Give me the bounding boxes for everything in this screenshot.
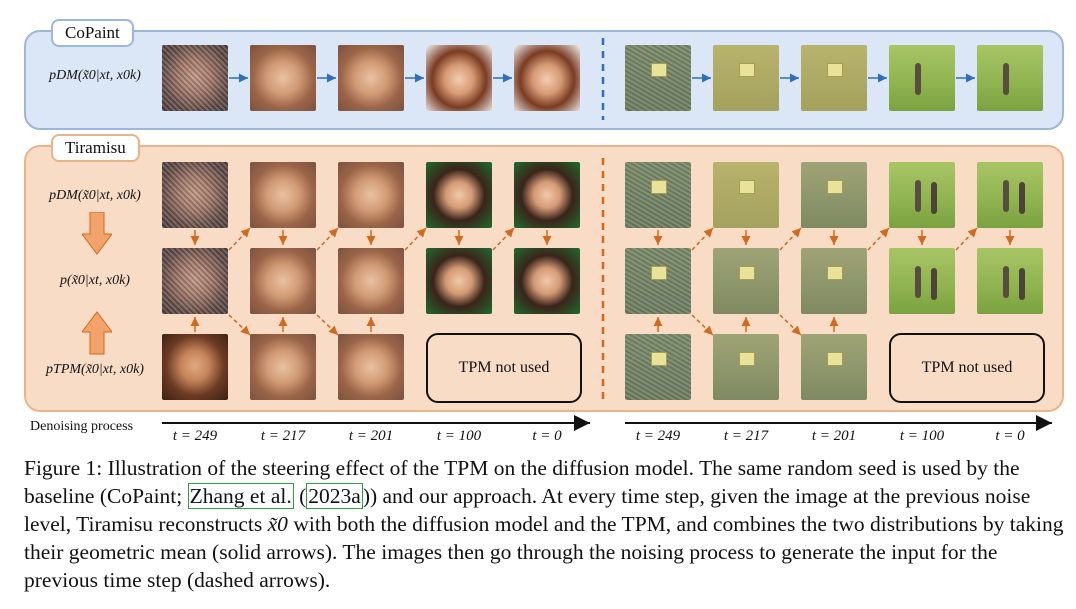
t-label-left-2: t = 201 [348,428,394,444]
tiramisu-tpm-face-t217 [250,334,316,400]
tiramisu-mix-scene-t0 [977,248,1043,314]
copaint-face-t249 [162,45,228,111]
tiramisu-mix-scene-t201 [801,248,867,314]
copaint-face-t100 [426,45,492,111]
tiramisu-tpm-face-t249 [162,334,228,400]
caption-part-2: )) and our approach. At every time step,… [24,484,1031,536]
tiramisu-mix-scene-t249 [625,248,691,314]
tiramisu-dm-scene-t249 [625,162,691,228]
copaint-face-t201 [338,45,404,111]
t-label-left-3: t = 100 [436,428,482,444]
figure-caption: Figure 1: Illustration of the steering e… [24,454,1064,594]
copaint-scene-t249 [625,45,691,111]
copaint-tag: CoPaint [51,19,134,47]
solid-orange-arrows [190,230,1015,332]
t-label-right-2: t = 201 [811,428,857,444]
t-label-left-0: t = 249 [172,428,218,444]
down-arrow-icon [82,212,112,255]
tiramisu-tag: Tiramisu [51,134,140,162]
t-label-left-1: t = 217 [260,428,306,444]
combine-arrows [82,212,112,355]
tpm-not-used-box-right: TPM not used [889,333,1045,403]
caption-part-1: Figure 1: Illustration of the steering e… [24,456,1020,508]
dm-row-label: pDM(x̃0|xt, x0k) [49,188,141,203]
copaint-scene-t0 [977,45,1043,111]
tpm-row-label: pTPM(x̃0|xt, x0k) [46,362,144,377]
tpm-not-used-box-left: TPM not used [426,333,582,403]
tiramisu-dm-scene-t100 [889,162,955,228]
mix-row-label: p(x̃0|xt, x0k) [60,273,130,288]
copaint-face-t217 [250,45,316,111]
tiramisu-mix-face-t249 [162,248,228,314]
tiramisu-mix-face-t0 [514,248,580,314]
tiramisu-dm-face-t249 [162,162,228,228]
t-label-right-0: t = 249 [635,428,681,444]
copaint-face-t0 [514,45,580,111]
tiramisu-dm-face-t100 [426,162,492,228]
citation-year-link[interactable]: 2023a [306,483,363,509]
copaint-row-label: pDM(x̃0|xt, x0k) [49,68,141,83]
caption-cite-open: ( [293,484,307,508]
tiramisu-tpm-scene-t217 [713,334,779,400]
caption-part-3: with both the diffusion model and the TP… [24,512,1064,592]
copaint-scene-t100 [889,45,955,111]
denoising-process-label: Denoising process [30,419,134,434]
tiramisu-mix-face-t100 [426,248,492,314]
tiramisu-dm-scene-t217 [713,162,779,228]
dashed-orange-arrows [228,227,978,336]
tiramisu-tpm-scene-t249 [625,334,691,400]
t-label-right-1: t = 217 [723,428,769,444]
tiramisu-mix-face-t217 [250,248,316,314]
t-label-left-4: t = 0 [532,428,562,444]
caption-symbol: x̃0 [267,512,288,536]
tiramisu-mix-scene-t100 [889,248,955,314]
tiramisu-dm-face-t0 [514,162,580,228]
tiramisu-dm-scene-t0 [977,162,1043,228]
tiramisu-tpm-face-t201 [338,334,404,400]
tiramisu-mix-scene-t217 [713,248,779,314]
copaint-scene-t217 [713,45,779,111]
tiramisu-dm-scene-t201 [801,162,867,228]
tiramisu-tpm-scene-t201 [801,334,867,400]
tiramisu-dm-face-t201 [338,162,404,228]
t-label-right-3: t = 100 [899,428,945,444]
copaint-scene-t201 [801,45,867,111]
t-label-right-4: t = 0 [995,428,1025,444]
tiramisu-dm-face-t217 [250,162,316,228]
citation-author-link[interactable]: Zhang et al. [187,483,294,509]
tiramisu-mix-face-t201 [338,248,404,314]
up-arrow-icon [82,311,112,355]
